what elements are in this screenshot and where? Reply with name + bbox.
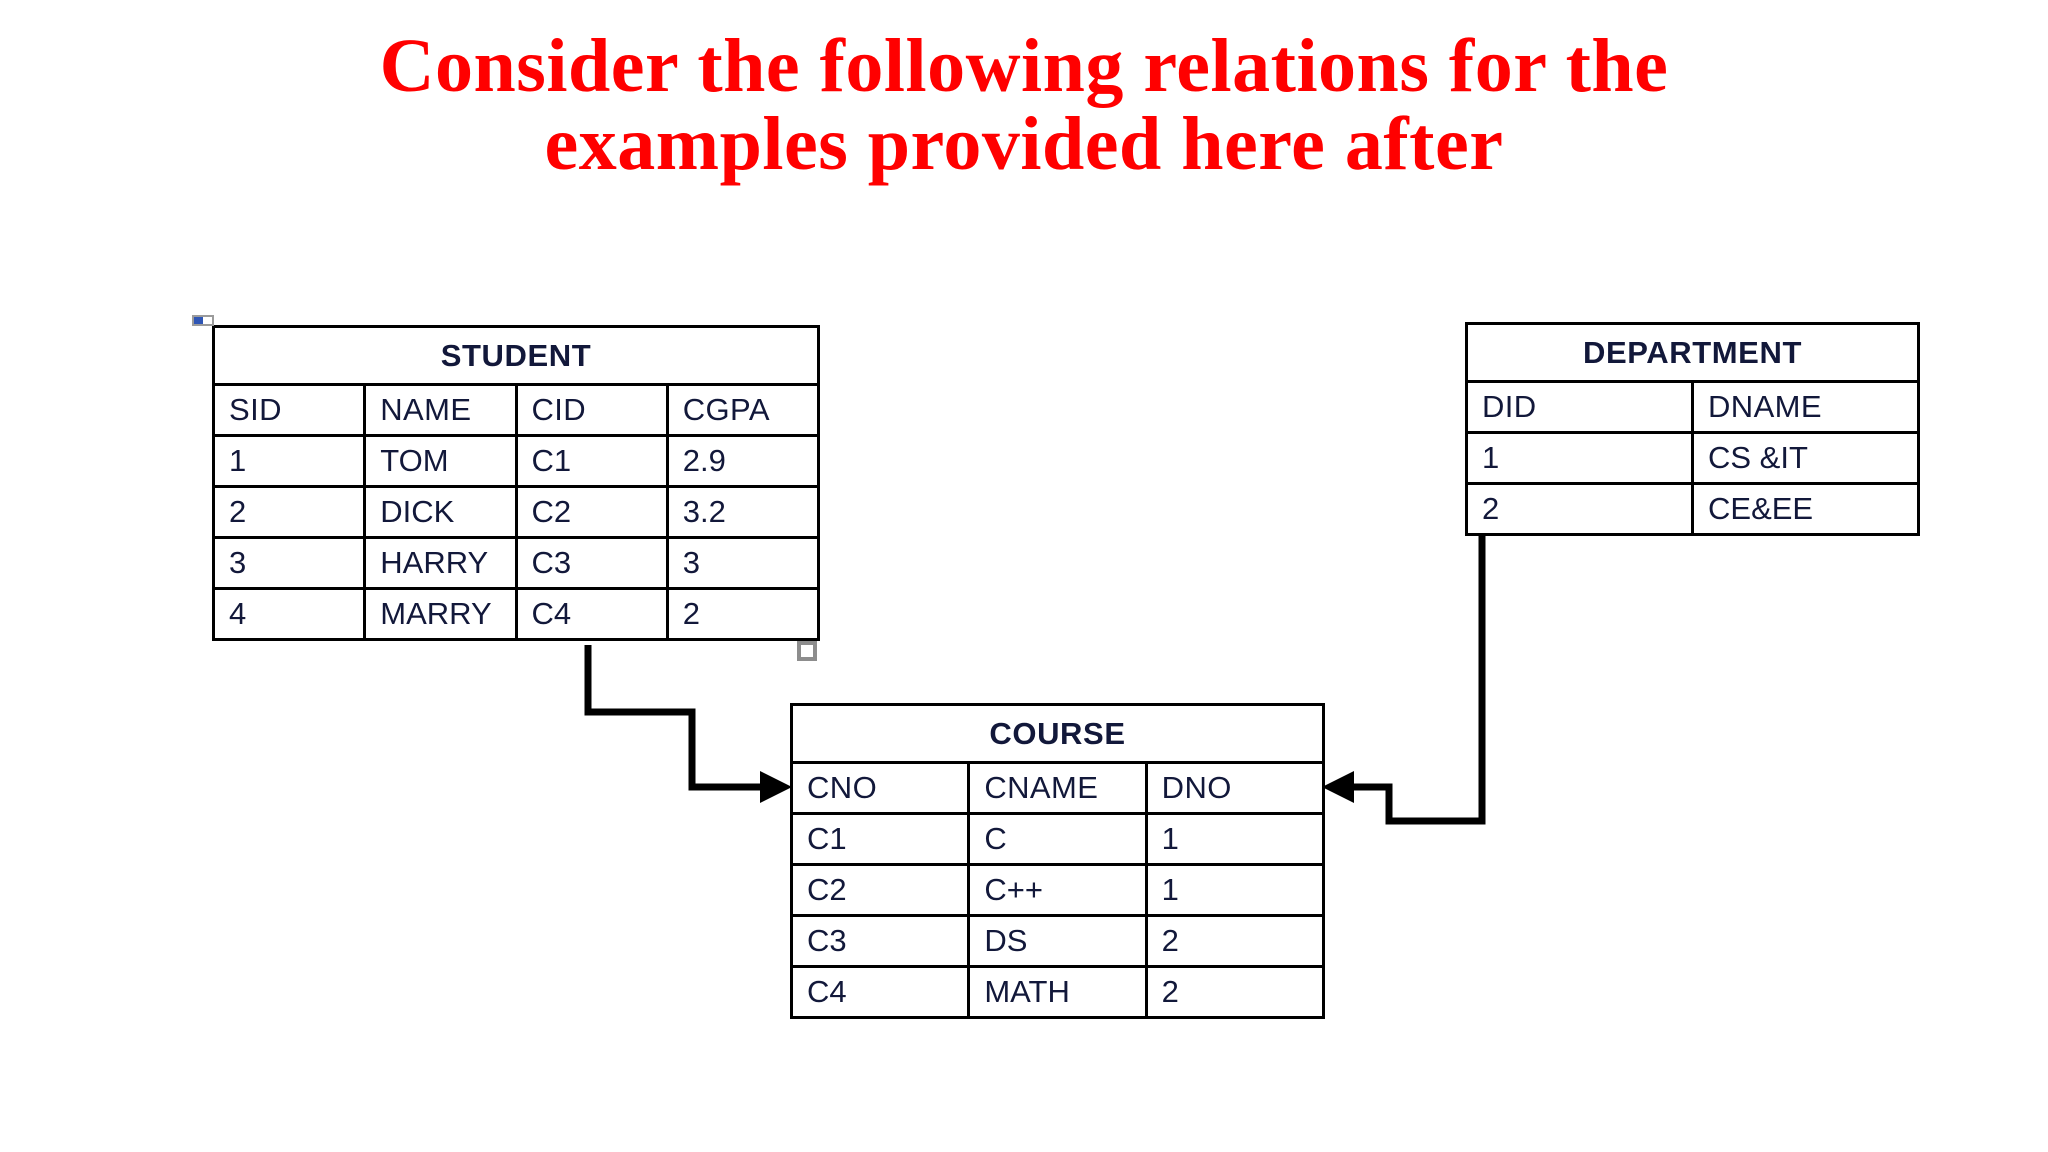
department-column-did: DID: [1465, 380, 1694, 434]
student-cell-name: DICK: [363, 485, 518, 539]
table-row: 3 HARRY C3 3: [211, 536, 821, 590]
course-cell-dno: 2: [1144, 914, 1326, 968]
connector-department-to-course: [1344, 533, 1486, 825]
student-relation-table: STUDENT SID NAME CID CGPA 1 TOM C1 2.9 2…: [211, 325, 821, 641]
department-table-name: DEPARTMENT: [1465, 322, 1920, 383]
course-cell-cname: C++: [967, 863, 1148, 917]
table-title-row: STUDENT: [212, 325, 820, 386]
table-row: C4 MATH 2: [789, 965, 1326, 1019]
department-cell-dname: CS &IT: [1691, 431, 1920, 485]
student-cell-name: MARRY: [363, 587, 518, 641]
department-relation-table: DEPARTMENT DID DNAME 1 CS &IT 2 CE&EE: [1465, 322, 1920, 536]
table-row: 2 CE&EE: [1465, 482, 1920, 536]
student-cell-cid: C3: [514, 536, 669, 590]
student-cell-name: TOM: [363, 434, 518, 488]
student-column-name: NAME: [363, 383, 518, 437]
student-cell-cgpa: 3: [665, 536, 821, 590]
student-cell-sid: 3: [211, 536, 367, 590]
bottom-right-selection-handle[interactable]: [797, 641, 817, 661]
student-cell-cid: C1: [514, 434, 669, 488]
student-column-sid: SID: [211, 383, 367, 437]
table-header-row: CNO CNAME DNO: [789, 761, 1326, 815]
course-cell-cno: C1: [789, 812, 971, 866]
department-cell-did: 1: [1465, 431, 1694, 485]
course-column-cno: CNO: [789, 761, 971, 815]
table-row: 2 DICK C2 3.2: [211, 485, 821, 539]
student-cell-sid: 4: [211, 587, 367, 641]
student-cell-sid: 1: [211, 434, 367, 488]
student-cell-cid: C2: [514, 485, 669, 539]
table-row: 4 MARRY C4 2: [211, 587, 821, 641]
top-left-selection-handle[interactable]: [192, 315, 214, 326]
table-title-row: DEPARTMENT: [1465, 322, 1920, 383]
connector-student-to-course: [584, 645, 770, 791]
table-row: C3 DS 2: [789, 914, 1326, 968]
course-cell-dno: 2: [1144, 965, 1326, 1019]
course-table-name: COURSE: [790, 703, 1325, 764]
course-cell-cno: C2: [789, 863, 971, 917]
course-cell-cname: DS: [967, 914, 1148, 968]
table-row: C2 C++ 1: [789, 863, 1326, 917]
student-column-cgpa: CGPA: [665, 383, 821, 437]
course-cell-dno: 1: [1144, 812, 1326, 866]
student-cell-sid: 2: [211, 485, 367, 539]
table-header-row: SID NAME CID CGPA: [211, 383, 821, 437]
student-cell-cgpa: 2.9: [665, 434, 821, 488]
course-cell-cname: MATH: [967, 965, 1148, 1019]
course-cell-dno: 1: [1144, 863, 1326, 917]
course-column-cname: CNAME: [967, 761, 1148, 815]
table-row: 1 CS &IT: [1465, 431, 1920, 485]
student-cell-cid: C4: [514, 587, 669, 641]
course-relation-table: COURSE CNO CNAME DNO C1 C 1 C2 C++ 1 C3 …: [789, 703, 1326, 1019]
student-cell-name: HARRY: [363, 536, 518, 590]
page-title: Consider the following relations for the…: [379, 24, 1669, 186]
department-cell-dname: CE&EE: [1691, 482, 1920, 536]
department-column-dname: DNAME: [1691, 380, 1920, 434]
table-row: C1 C 1: [789, 812, 1326, 866]
student-cell-cgpa: 3.2: [665, 485, 821, 539]
arrowhead-into-course-dno: [1322, 771, 1354, 803]
student-cell-cgpa: 2: [665, 587, 821, 641]
arrowhead-into-course-cno: [760, 771, 792, 803]
table-title-row: COURSE: [790, 703, 1325, 764]
course-cell-cno: C4: [789, 965, 971, 1019]
table-row: 1 TOM C1 2.9: [211, 434, 821, 488]
department-cell-did: 2: [1465, 482, 1694, 536]
course-column-dno: DNO: [1144, 761, 1326, 815]
course-cell-cno: C3: [789, 914, 971, 968]
student-table-name: STUDENT: [212, 325, 820, 386]
table-header-row: DID DNAME: [1465, 380, 1920, 434]
student-column-cid: CID: [514, 383, 669, 437]
course-cell-cname: C: [967, 812, 1148, 866]
